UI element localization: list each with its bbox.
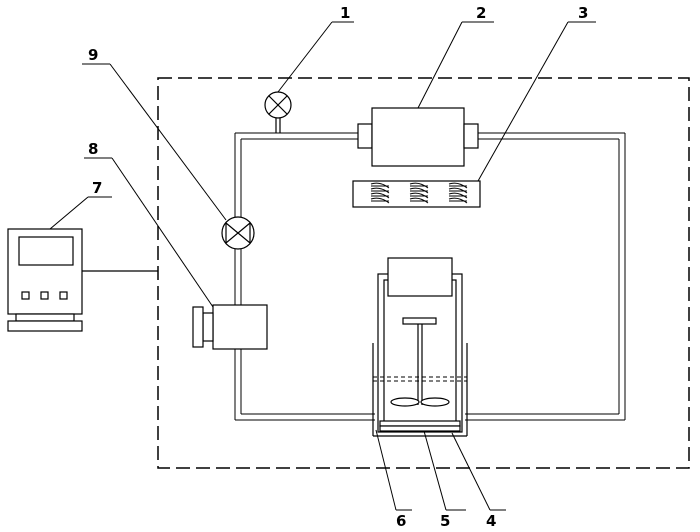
label-2: 2 <box>476 4 486 22</box>
controller-component-7 <box>8 229 158 331</box>
label-9: 9 <box>88 46 98 64</box>
leader-lines <box>50 22 596 510</box>
gauge-component-1 <box>265 92 291 133</box>
valve-component-9 <box>222 217 254 249</box>
unit-component-2 <box>358 108 478 166</box>
label-1: 1 <box>340 4 350 22</box>
label-5: 5 <box>440 512 450 530</box>
pump-component-8 <box>193 305 267 349</box>
label-3: 3 <box>578 4 588 22</box>
label-7: 7 <box>92 179 102 197</box>
label-6: 6 <box>396 512 406 530</box>
coil-block-component-3 <box>353 181 480 207</box>
label-8: 8 <box>88 140 98 158</box>
label-4: 4 <box>486 512 496 530</box>
tank-assembly <box>373 258 467 436</box>
